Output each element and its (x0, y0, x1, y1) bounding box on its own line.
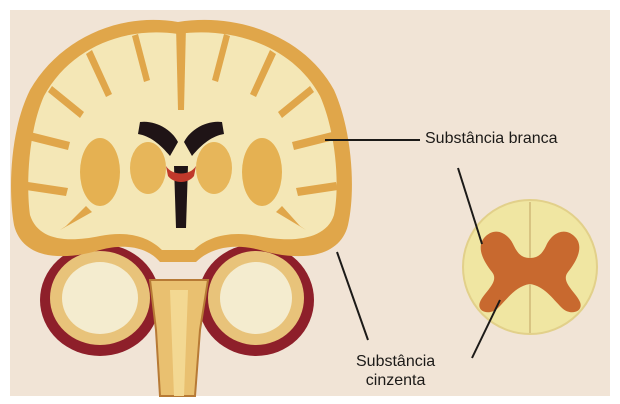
label-gray-matter-line2: cinzenta (356, 371, 435, 390)
spinal-cord-section (463, 200, 597, 334)
leader-gray-matter-brain (337, 252, 368, 340)
label-gray-matter-line1: Substância (356, 352, 435, 371)
label-gray-matter: Substância cinzenta (356, 352, 435, 390)
label-white-matter: Substância branca (425, 129, 558, 148)
leader-white-matter-spinal (458, 168, 482, 244)
